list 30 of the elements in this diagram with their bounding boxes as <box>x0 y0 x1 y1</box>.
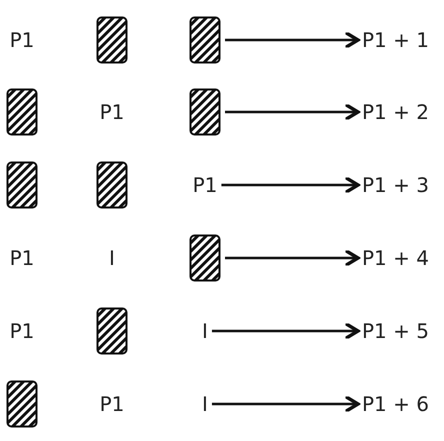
cell-label: I <box>202 394 208 414</box>
result-label: P1 + 1 <box>362 30 429 50</box>
arrow <box>221 176 360 194</box>
hatched-block <box>96 307 128 355</box>
result-label: P1 + 5 <box>362 321 429 341</box>
hatched-block <box>189 234 221 282</box>
hatched-block <box>6 161 38 209</box>
cell-label: P1 <box>100 102 124 122</box>
cell-label: P1 <box>100 394 124 414</box>
hatched-block <box>189 88 221 136</box>
arrow <box>212 322 360 340</box>
hatched-block <box>6 380 38 428</box>
arrow <box>212 394 360 414</box>
cell-label: P1 <box>10 321 34 341</box>
result-label: P1 + 6 <box>362 394 429 414</box>
cell-label: I <box>202 321 208 341</box>
hatched-block <box>6 88 38 136</box>
cell-label: P1 <box>10 30 34 50</box>
hatched-block <box>189 16 221 64</box>
result-label: P1 + 4 <box>362 248 429 268</box>
hatched-block <box>96 161 128 209</box>
result-label: P1 + 2 <box>362 102 429 122</box>
hatched-block <box>96 16 128 64</box>
cell-label: I <box>109 248 115 268</box>
cell-label: P1 <box>10 248 34 268</box>
arrow <box>225 30 360 50</box>
cell-label: P1 <box>192 175 218 195</box>
result-label: P1 + 3 <box>362 175 429 195</box>
arrow <box>225 102 360 122</box>
arrow <box>225 248 360 268</box>
